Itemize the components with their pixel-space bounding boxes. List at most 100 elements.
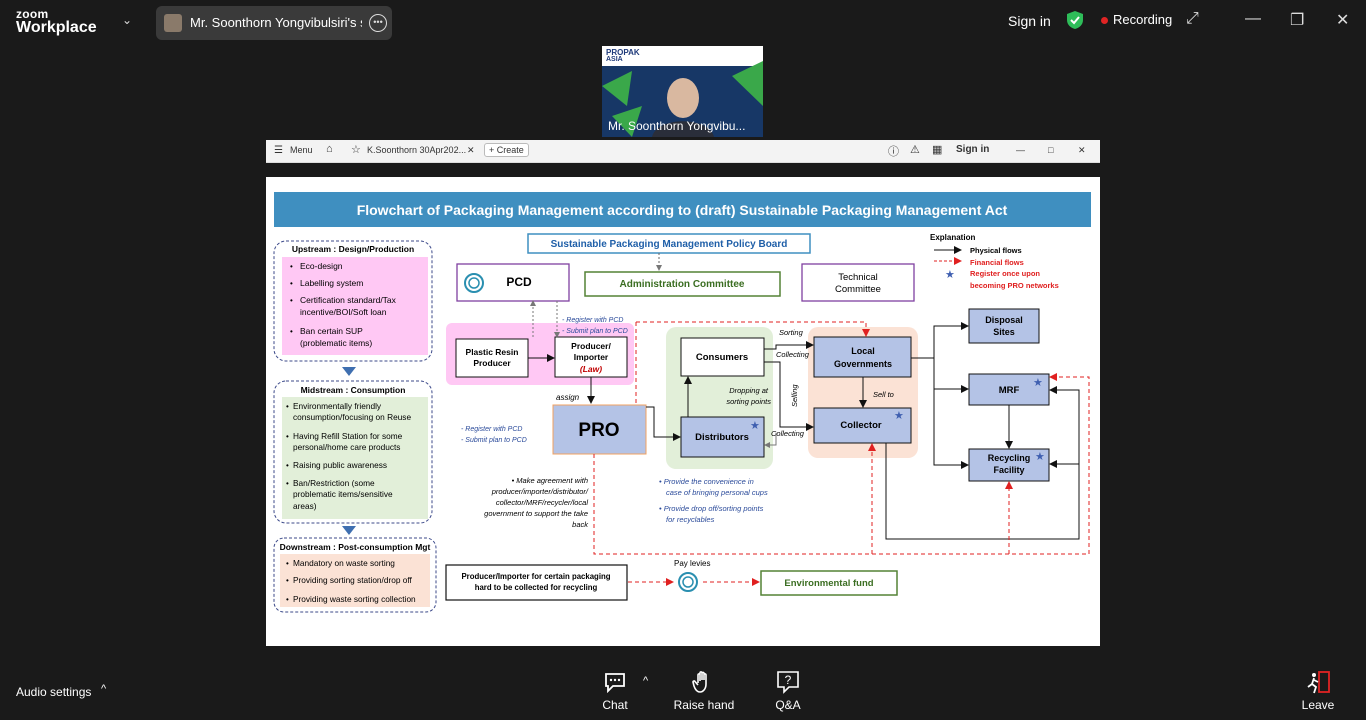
close-icon[interactable]: ✕ <box>1336 12 1350 29</box>
pcd-label: PCD <box>506 275 532 289</box>
chevron-down-icon[interactable]: ⌄ <box>122 13 133 27</box>
arrow-consumers-to-localgov <box>764 341 814 350</box>
agreement-note: • Make agreement with <box>512 476 588 485</box>
chevron-up-icon[interactable]: ^ <box>101 683 107 695</box>
mrf-label: MRF <box>999 385 1020 396</box>
restore-icon[interactable]: ❐ <box>1290 12 1305 29</box>
qa-button[interactable]: Q&A <box>775 698 801 712</box>
recycling-facility-node <box>968 448 1050 482</box>
local-governments-label: Governments <box>834 359 892 369</box>
arrow-localgov-to-disposal <box>911 322 969 359</box>
technical-committee-label: Technical <box>838 272 878 283</box>
leave-button[interactable]: Leave <box>1301 698 1335 712</box>
chat-options-chevron-icon[interactable]: ^ <box>643 675 649 687</box>
minimize-icon[interactable]: — <box>1245 10 1261 27</box>
certain-packaging-node <box>445 564 628 601</box>
chat-button[interactable]: Chat <box>602 698 628 712</box>
technical-committee-box <box>801 263 915 302</box>
question-answer-icon[interactable]: ? <box>776 670 800 699</box>
pcd-logo-icon <box>464 273 484 293</box>
downstream-item: Providing waste sorting collection <box>293 594 416 604</box>
recycling-star-icon: ★ <box>1035 451 1045 463</box>
down-arrow-icon <box>342 526 356 535</box>
menu-label[interactable]: Menu <box>290 145 313 155</box>
legend-register: becoming PRO networks <box>970 281 1059 290</box>
upstream-bullet: • <box>290 262 293 271</box>
downstream-bullet: • <box>286 595 289 604</box>
agreement-note: producer/importer/distributor/ <box>491 487 589 496</box>
browser-minimize-icon[interactable]: — <box>1016 145 1025 155</box>
pro-label: PRO <box>578 420 619 441</box>
midstream-bullet: • <box>286 402 289 411</box>
upstream-bullet: • <box>290 296 293 305</box>
upstream-title: Upstream : Design/Production <box>292 244 414 254</box>
browser-sign-in[interactable]: Sign in <box>956 144 990 155</box>
presenter-avatar <box>164 14 182 32</box>
midstream-item: Having Refill Station for some <box>293 431 403 441</box>
downstream-bullet: • <box>286 559 289 568</box>
chat-icon[interactable] <box>603 671 627 698</box>
star-icon[interactable]: ☆ <box>351 144 361 156</box>
convenience-note: case of bringing personal cups <box>666 488 768 497</box>
shared-app-toolbar: ☰ Menu ⌂ ☆ K.Soonthorn 30Apr202... ✕ + C… <box>266 140 1100 163</box>
legend-title: Explanation <box>930 233 975 242</box>
raise-hand-icon[interactable] <box>692 670 714 699</box>
flowchart-diagram: Flowchart of Packaging Management accord… <box>273 192 1091 613</box>
agreement-note: collector/MRF/recycler/local <box>496 498 588 507</box>
arrow-consumers-to-collector <box>764 361 814 431</box>
create-button[interactable]: + Create <box>484 143 529 157</box>
financial-flow-to-localgov <box>636 321 870 337</box>
downstream-title: Downstream : Post-consumption Mgt <box>280 542 431 552</box>
pcd-fund-logo-icon <box>678 572 698 592</box>
midstream-item: personal/home care products <box>293 442 400 452</box>
selling-label: Selling <box>790 384 799 407</box>
policy-board-label: Sustainable Packaging Management Policy … <box>551 239 788 250</box>
recycling-facility-label: Recycling <box>988 453 1031 463</box>
apps-grid-icon[interactable]: ▦ <box>932 144 943 156</box>
dropping-note: Dropping at <box>729 386 769 395</box>
technical-committee-label: Committee <box>835 284 881 295</box>
browser-maximize-icon[interactable]: □ <box>1048 145 1054 155</box>
screen-share-indicator[interactable] <box>156 6 392 40</box>
pcd-box <box>456 263 570 302</box>
consumers-label: Consumers <box>696 352 748 363</box>
leave-door-icon[interactable] <box>1305 671 1331 700</box>
collector-node <box>813 407 912 444</box>
financial-flow-pro-network <box>593 373 1090 555</box>
shield-check-icon[interactable] <box>1066 10 1084 35</box>
collector-star-icon: ★ <box>894 410 904 422</box>
midstream-item: Ban/Restriction (some <box>293 478 375 488</box>
slide-title: Flowchart of Packaging Management accord… <box>357 202 1008 218</box>
midstream-item: consumption/focusing on Reuse <box>293 412 411 422</box>
more-options-icon[interactable]: ••• <box>369 14 387 32</box>
slide-title-bar <box>274 192 1091 227</box>
sell-to-label: Sell to <box>873 390 894 399</box>
consumers-node <box>680 337 765 377</box>
pro-node <box>552 404 647 455</box>
upstream-items-box <box>282 257 428 355</box>
dropoff-note: • Provide drop off/sorting points <box>659 504 764 513</box>
legend-star-icon: ★ <box>945 269 955 281</box>
sign-in-link[interactable]: Sign in <box>1008 13 1051 29</box>
app-logo-line1: zoom <box>16 7 49 21</box>
audio-settings-button[interactable]: Audio settings <box>16 685 92 699</box>
recording-status[interactable]: Recording <box>1113 12 1173 27</box>
environmental-fund-label: Environmental fund <box>784 578 873 589</box>
browser-close-icon[interactable]: ✕ <box>1078 145 1086 155</box>
mrf-star-icon: ★ <box>1033 377 1043 389</box>
participant-video-tile[interactable] <box>602 46 763 137</box>
home-icon[interactable]: ⌂ <box>326 143 333 155</box>
help-icon[interactable]: ⓘ <box>888 146 899 158</box>
hamburger-menu-icon[interactable]: ☰ <box>274 145 283 156</box>
producer-importer-label: Producer/ <box>571 341 611 351</box>
document-tab[interactable]: K.Soonthorn 30Apr202... <box>367 145 467 155</box>
upstream-item: Ban certain SUP <box>300 326 363 336</box>
upstream-item: Labelling system <box>300 278 363 288</box>
downstream-items-box <box>280 554 430 607</box>
register-pcd-note: - Register with PCD <box>562 317 623 324</box>
tab-close-icon[interactable]: ✕ <box>467 145 475 155</box>
dropoff-note: for recyclables <box>666 515 715 524</box>
expand-icon[interactable]: ⤢ <box>1186 10 1199 27</box>
raise-hand-button[interactable]: Raise hand <box>673 698 735 712</box>
bell-icon[interactable]: ⚠ <box>910 144 920 156</box>
